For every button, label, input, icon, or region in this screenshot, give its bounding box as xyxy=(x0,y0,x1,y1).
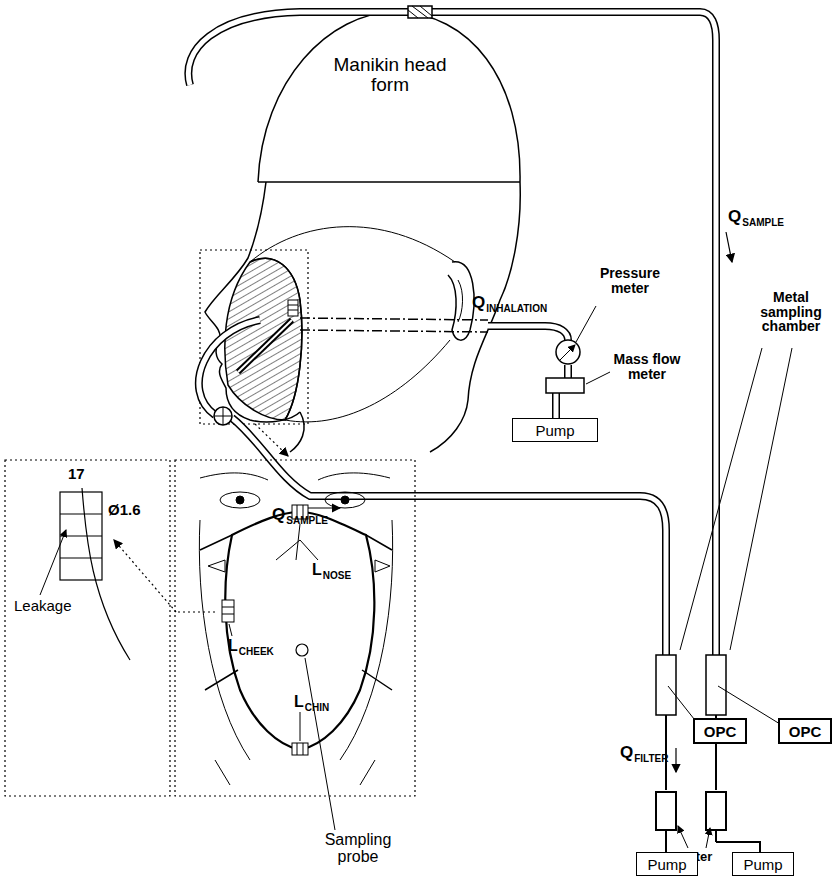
text-label: Manikin head form xyxy=(330,55,450,95)
node-text: Pump xyxy=(743,856,782,873)
text-label: Metal sampling chamber xyxy=(748,290,834,334)
node-text: OPC xyxy=(789,723,822,740)
subscript-label: CHEEK xyxy=(239,647,274,658)
text-label: Q xyxy=(272,506,285,524)
pump-box: Pump xyxy=(732,852,794,876)
text-label: L xyxy=(294,694,304,711)
text-label: Pressure meter xyxy=(585,266,675,295)
subscript-label: SAMPLE xyxy=(286,516,328,527)
text-label: Sampling probe xyxy=(318,832,398,866)
text-label: L xyxy=(312,562,322,579)
pump-box: Pump xyxy=(636,852,698,876)
text-label: Leakage xyxy=(14,598,72,614)
node-text: Pump xyxy=(535,422,574,439)
counter-box: OPC xyxy=(778,718,832,744)
counter-box: OPC xyxy=(693,718,747,744)
node-text: Pump xyxy=(647,856,686,873)
text-label: Ø1.6 xyxy=(108,502,141,518)
subscript-label: FILTER xyxy=(634,754,668,765)
node-text: OPC xyxy=(704,723,737,740)
subscript-label: INHALATION xyxy=(486,304,547,315)
subscript-label: NOSE xyxy=(323,571,351,582)
text-label: Q xyxy=(728,208,741,226)
text-label: L xyxy=(228,638,238,655)
text-label: Q xyxy=(620,744,633,762)
text-label: Mass flow meter xyxy=(612,352,682,381)
text-label: 17 xyxy=(68,466,85,482)
pump-box: Pump xyxy=(512,418,598,442)
subscript-label: SAMPLE xyxy=(742,218,784,229)
text-label: Q xyxy=(472,294,485,312)
subscript-label: CHIN xyxy=(305,703,329,714)
